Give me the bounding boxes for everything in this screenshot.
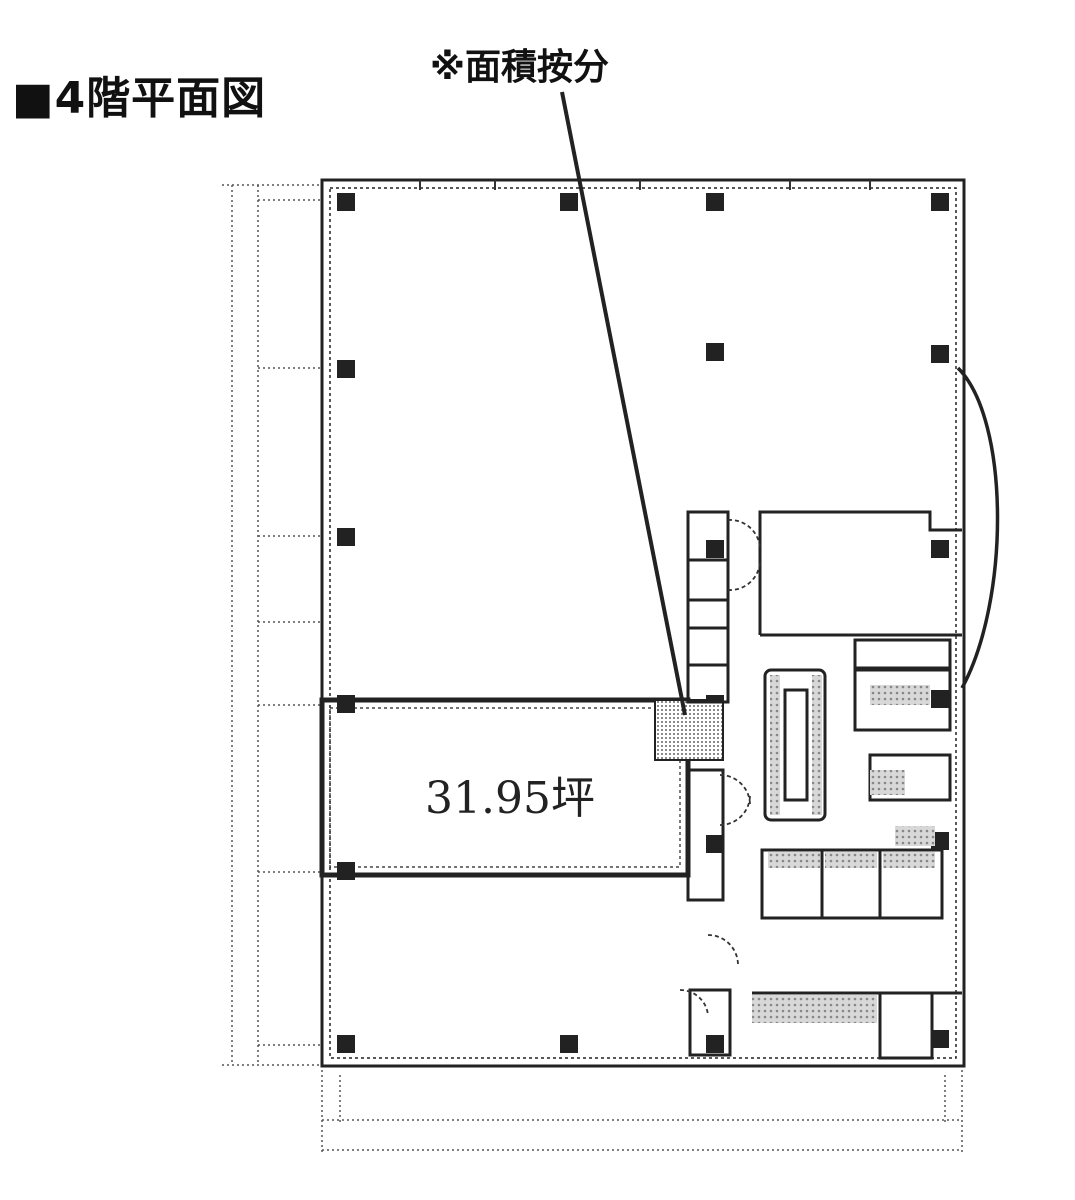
exterior-curved-wall xyxy=(956,366,1000,689)
note-leader-line xyxy=(560,91,687,716)
area-apportion-note: ※面積按分 xyxy=(430,47,609,88)
door-swings xyxy=(679,519,761,1016)
tenant-area-label: 31.95坪 xyxy=(425,773,595,824)
apportioned-area xyxy=(654,699,724,761)
grid-ticks xyxy=(419,180,871,190)
floor-plan-title: ■4階平面図 xyxy=(12,73,267,124)
structural-columns xyxy=(337,193,949,1053)
core-walls xyxy=(686,510,962,1060)
building-outline xyxy=(320,178,966,1068)
dimension-lines xyxy=(222,184,963,1155)
core-hatching xyxy=(752,675,935,1023)
